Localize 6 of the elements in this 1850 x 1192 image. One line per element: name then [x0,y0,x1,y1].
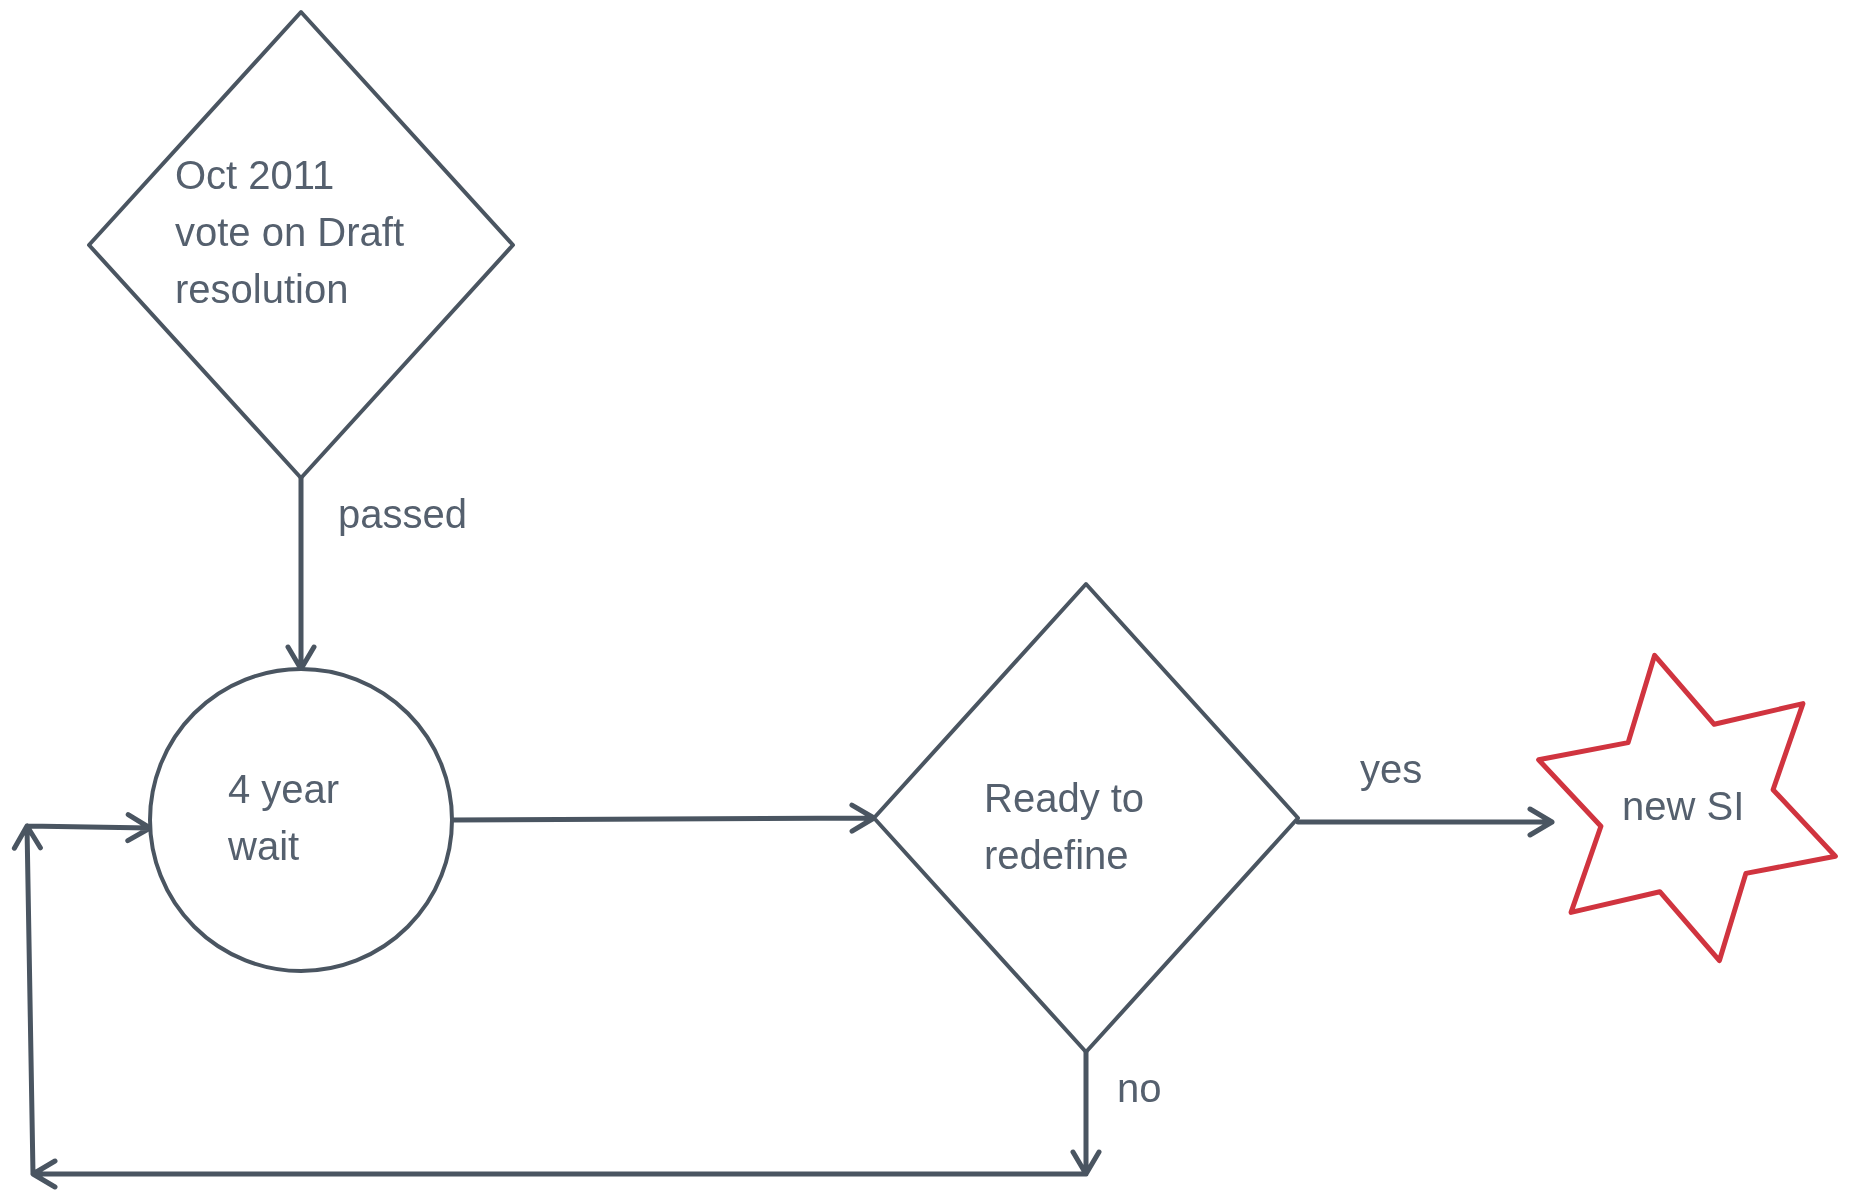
arrow [11,812,1102,1190]
arrow [1295,806,1555,838]
node-text: Oct 2011 vote on Draft resolution [175,152,405,313]
node-text: Ready to redefine [984,775,1146,879]
node-text: new SI [1622,783,1746,830]
node-text: 4 year wait [228,766,341,870]
